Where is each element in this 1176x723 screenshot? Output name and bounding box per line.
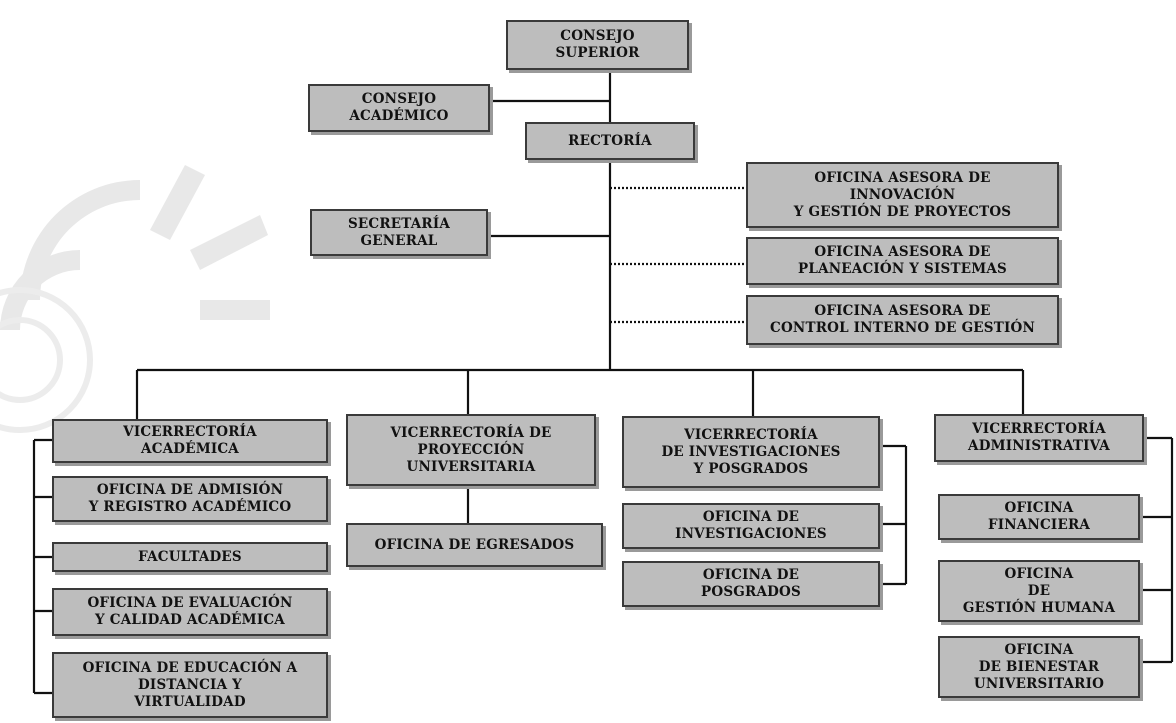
box-asesora-planeacion: OFICINA ASESORA DE PLANEACIÓN Y SISTEMAS xyxy=(746,237,1059,285)
box-facultades-label: FACULTADES xyxy=(138,548,242,565)
box-vic-investigaciones-label: VICERRECTORÍA DE INVESTIGACIONES Y POSGR… xyxy=(661,426,841,477)
box-vic-academica-label: VICERRECTORÍA ACADÉMICA xyxy=(123,424,257,457)
box-of-financiera: OFICINA FINANCIERA xyxy=(938,494,1140,540)
box-consejo-superior-label: CONSEJO SUPERIOR xyxy=(555,28,640,61)
box-asesora-control: OFICINA ASESORA DE CONTROL INTERNO DE GE… xyxy=(746,295,1059,345)
box-of-investigaciones-label: OFICINA DE INVESTIGACIONES xyxy=(675,509,827,542)
box-of-investigaciones: OFICINA DE INVESTIGACIONES xyxy=(622,503,880,549)
box-of-egresados-label: OFICINA DE EGRESADOS xyxy=(374,536,575,553)
box-consejo-academico-label: CONSEJO ACADÉMICO xyxy=(349,91,449,124)
box-consejo-superior: CONSEJO SUPERIOR xyxy=(506,20,689,70)
box-secretaria-general-label: SECRETARÍA GENERAL xyxy=(347,215,451,249)
box-of-educacion-label: OFICINA DE EDUCACIÓN A DISTANCIA Y VIRTU… xyxy=(82,659,298,710)
box-asesora-control-label: OFICINA ASESORA DE CONTROL INTERNO DE GE… xyxy=(770,303,1035,336)
box-of-admision-label: OFICINA DE ADMISIÓN Y REGISTRO ACADÉMICO xyxy=(88,482,292,515)
box-of-evaluacion: OFICINA DE EVALUACIÓN Y CALIDAD ACADÉMIC… xyxy=(52,588,328,636)
box-of-gestion-humana-label: OFICINA DE GESTIÓN HUMANA xyxy=(962,565,1116,616)
box-of-posgrados: OFICINA DE POSGRADOS xyxy=(622,561,880,607)
box-of-gestion-humana: OFICINA DE GESTIÓN HUMANA xyxy=(938,560,1140,622)
box-of-bienestar-label: OFICINA DE BIENESTAR UNIVERSITARIO xyxy=(973,641,1105,692)
box-rectoria: RECTORÍA xyxy=(525,122,695,160)
box-vic-academica: VICERRECTORÍA ACADÉMICA xyxy=(52,419,328,463)
box-vic-administrativa: VICERRECTORÍA ADMINISTRATIVA xyxy=(934,414,1144,462)
box-of-admision: OFICINA DE ADMISIÓN Y REGISTRO ACADÉMICO xyxy=(52,476,328,522)
box-vic-proyeccion: VICERRECTORÍA DE PROYECCIÓN UNIVERSITARI… xyxy=(346,414,596,486)
box-of-egresados: OFICINA DE EGRESADOS xyxy=(346,523,603,567)
box-secretaria-general: SECRETARÍA GENERAL xyxy=(310,209,488,256)
box-of-educacion: OFICINA DE EDUCACIÓN A DISTANCIA Y VIRTU… xyxy=(52,652,328,718)
box-of-financiera-label: OFICINA FINANCIERA xyxy=(987,500,1091,533)
box-vic-administrativa-label: VICERRECTORÍA ADMINISTRATIVA xyxy=(968,421,1110,454)
box-asesora-planeacion-label: OFICINA ASESORA DE PLANEACIÓN Y SISTEMAS xyxy=(798,244,1007,277)
box-asesora-innovacion: OFICINA ASESORA DE INNOVACIÓN Y GESTIÓN … xyxy=(746,162,1059,228)
box-of-bienestar: OFICINA DE BIENESTAR UNIVERSITARIO xyxy=(938,636,1140,698)
box-consejo-academico: CONSEJO ACADÉMICO xyxy=(308,84,490,132)
box-of-evaluacion-label: OFICINA DE EVALUACIÓN Y CALIDAD ACADÉMIC… xyxy=(87,595,293,628)
box-of-posgrados-label: OFICINA DE POSGRADOS xyxy=(701,567,801,600)
box-facultades: FACULTADES xyxy=(52,542,328,572)
box-vic-investigaciones: VICERRECTORÍA DE INVESTIGACIONES Y POSGR… xyxy=(622,416,880,488)
box-vic-proyeccion-label: VICERRECTORÍA DE PROYECCIÓN UNIVERSITARI… xyxy=(390,424,552,475)
box-asesora-innovacion-label: OFICINA ASESORA DE INNOVACIÓN Y GESTIÓN … xyxy=(793,169,1012,220)
box-rectoria-label: RECTORÍA xyxy=(568,132,652,149)
